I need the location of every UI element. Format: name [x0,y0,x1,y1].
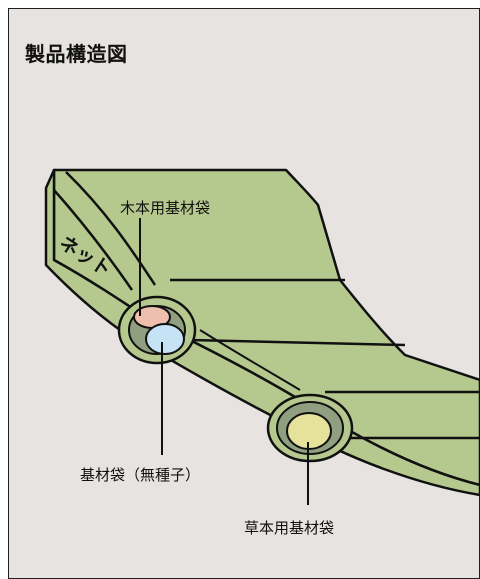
ridge-line-4 [189,338,406,347]
ridge-line-7 [199,329,301,391]
label-base-bag: 基材袋（無種子） [80,466,200,484]
ridge-line-2 [53,189,134,291]
ridge-line-1 [65,171,157,286]
label-grass-bag: 草本用基材袋 [244,519,334,537]
page-title: 製品構造図 [25,42,128,66]
label-tree-bag: 木本用基材袋 [120,199,210,217]
base-bag-shape [145,323,185,355]
